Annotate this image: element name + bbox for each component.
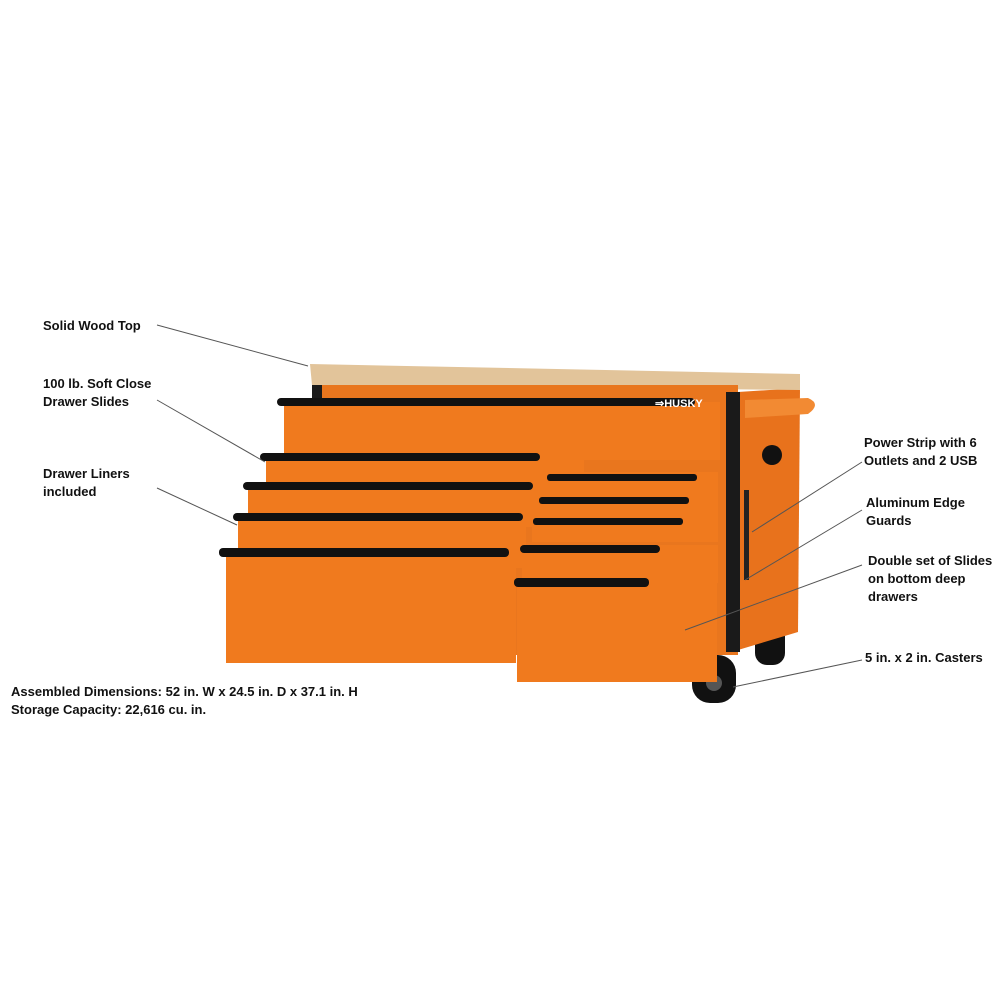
edge-guard	[744, 490, 749, 580]
side-panel	[738, 388, 800, 650]
callout-text: Drawer Liners	[43, 466, 130, 481]
power-strip-icon	[762, 445, 782, 465]
drawer[interactable]	[520, 545, 718, 583]
callout-text: Solid Wood Top	[43, 318, 141, 333]
callout-text: Outlets and 2 USB	[864, 453, 978, 468]
wood-top	[310, 364, 800, 390]
drawer[interactable]	[532, 518, 718, 542]
callout-text: Guards	[866, 513, 912, 528]
callout-double-slides: Double set of Slides on bottom deep drawer…	[868, 552, 992, 606]
callout-text: Double set of Slides	[868, 553, 993, 568]
drawer[interactable]	[277, 398, 720, 460]
side-handle	[745, 398, 815, 418]
callout-text: included	[43, 484, 97, 499]
callout-casters: 5 in. x 2 in. Casters	[865, 649, 983, 667]
front-edge-right	[726, 392, 740, 652]
callout-text: Power Strip with 6	[864, 435, 977, 450]
drawer[interactable]	[514, 578, 717, 682]
callout-power-strip: Power Strip with 6 Outlets and 2 USB	[864, 434, 977, 470]
drawer[interactable]	[539, 497, 718, 521]
drawer[interactable]	[547, 472, 718, 500]
callout-text: 100 lb. Soft Close	[43, 376, 152, 391]
specs: Assembled Dimensions: 52 in. W x 24.5 in…	[11, 683, 358, 719]
capacity-text: Storage Capacity: 22,616 cu. in.	[11, 702, 207, 717]
callout-text: on bottom deep	[868, 571, 966, 586]
callout-drawer-liners: Drawer Liners included	[43, 465, 130, 501]
callout-wood-top: Solid Wood Top	[43, 317, 141, 335]
callout-lines	[156, 324, 863, 688]
callout-text: Aluminum Edge	[866, 495, 965, 510]
husky-logo: ⇒HUSKY	[655, 398, 703, 410]
drawer[interactable]	[219, 548, 516, 663]
callout-text: drawers	[868, 589, 918, 604]
dimensions-text: Assembled Dimensions: 52 in. W x 24.5 in…	[11, 684, 358, 699]
callout-text: Drawer Slides	[43, 394, 129, 409]
callout-text: 5 in. x 2 in. Casters	[865, 650, 983, 665]
